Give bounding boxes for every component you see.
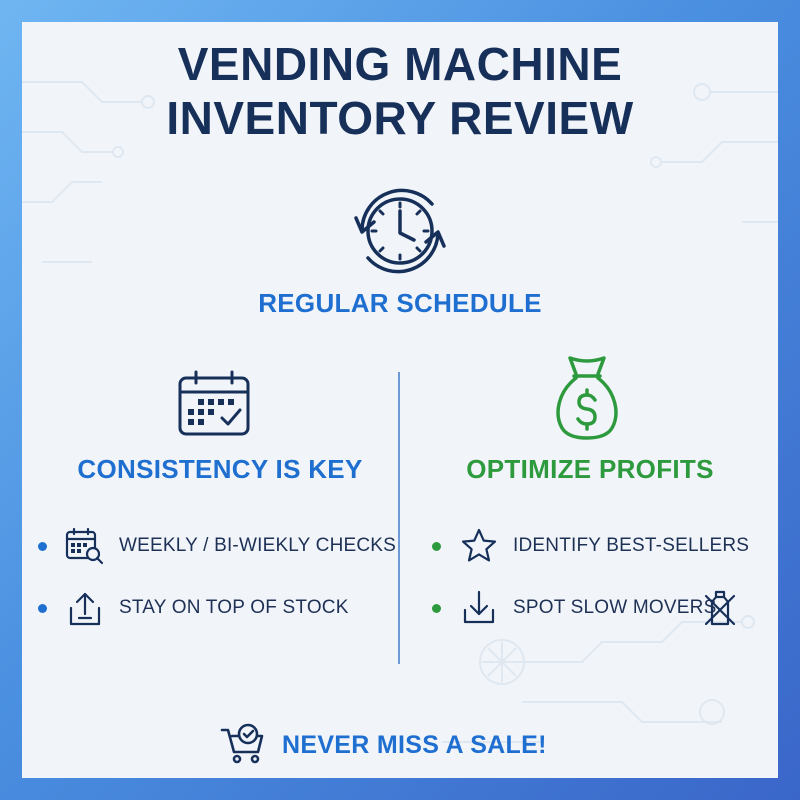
regular-schedule-label: REGULAR SCHEDULE (258, 288, 542, 318)
item-label: IDENTIFY BEST-SELLERS (513, 535, 750, 556)
bullet (38, 603, 47, 613)
title-line-2: INVENTORY REVIEW (166, 92, 634, 144)
money-bag-icon (552, 352, 622, 447)
infographic-card: VENDING MACHINE INVENTORY REVIEW (22, 22, 778, 778)
bullet (432, 603, 441, 613)
crossed-bottle-icon (700, 588, 740, 628)
calendar-check-icon (176, 368, 252, 443)
clock-refresh-icon (340, 176, 460, 286)
list-item-best-sellers: IDENTIFY BEST-SELLERS (432, 526, 749, 566)
box-upload-icon (65, 588, 105, 628)
list-item-stock: STAY ON TOP OF STOCK (38, 588, 349, 628)
bullet (432, 541, 441, 551)
title-line-1: VENDING MACHINE (177, 38, 623, 90)
footer: NEVER MISS A SALE! (220, 722, 547, 768)
optimize-heading: OPTIMIZE PROFITS (466, 454, 714, 484)
footer-label: NEVER MISS A SALE! (282, 730, 547, 759)
item-label: SPOT SLOW MOVERS (513, 597, 717, 618)
consistency-heading: CONSISTENCY IS KEY (77, 454, 363, 484)
item-label: STAY ON TOP OF STOCK (119, 597, 349, 618)
column-divider (398, 372, 400, 664)
list-item-slow-movers: SPOT SLOW MOVERS (432, 588, 716, 628)
item-label: WEEKLY / BI-WIEKLY CHECKS (119, 535, 397, 556)
star-icon (459, 526, 499, 566)
list-item-weekly-checks: WEEKLY / BI-WIEKLY CHECKS (38, 526, 396, 566)
calendar-search-icon (65, 526, 105, 566)
download-tray-icon (459, 588, 499, 628)
bullet (38, 541, 47, 551)
cart-check-icon (220, 720, 266, 771)
